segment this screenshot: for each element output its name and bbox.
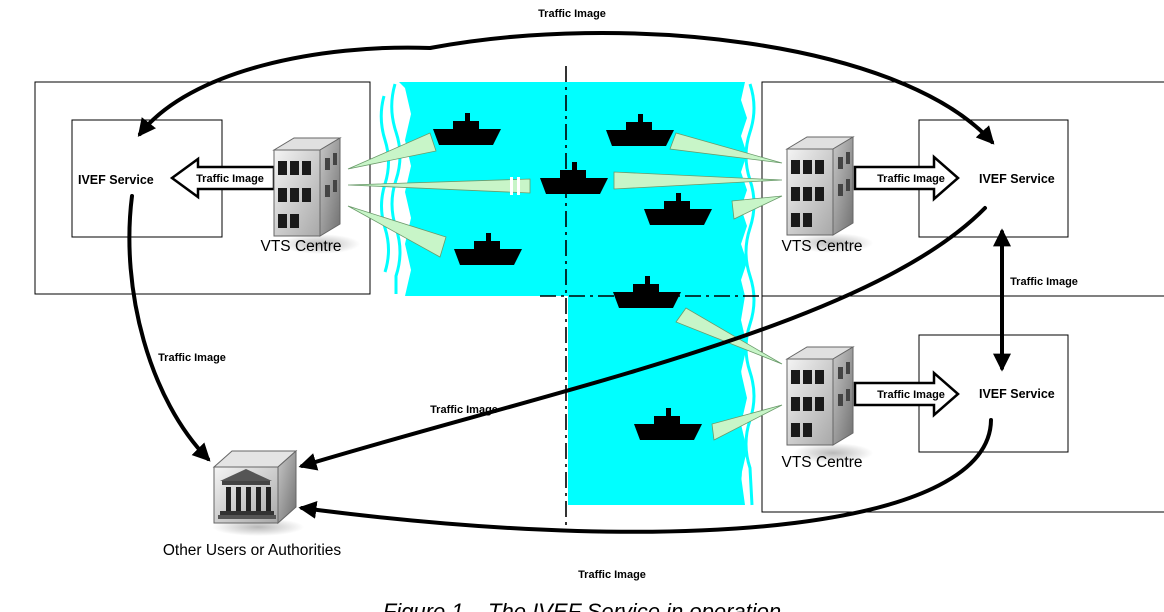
beam-gap-bars [510, 177, 520, 195]
traffic-image-label-left-down: Traffic Image [158, 352, 226, 364]
block-arrows [169, 154, 960, 418]
left-region [34, 81, 371, 295]
right-ivef-to-authorities-arrow [298, 206, 987, 471]
traffic-image-label-right-top-block: Traffic Image [877, 173, 945, 185]
water-edges [379, 83, 756, 506]
authority-building-icon [211, 450, 305, 537]
ivef-service-label-right-top: IVEF Service [979, 172, 1055, 186]
vts-building-icon [273, 137, 361, 255]
other-users-label: Other Users or Authorities [163, 542, 342, 559]
radar-beams [347, 132, 783, 441]
top-arc-arrow [137, 45, 432, 137]
vts-to-right-bottom-ivef-arrow [853, 370, 960, 418]
vts-to-right-top-ivef-arrow [853, 154, 960, 202]
bottom-right-ivef-to-authorities-arrow [298, 418, 993, 534]
traffic-image-label-right-bottom-block: Traffic Image [877, 389, 945, 401]
vts-centre-label-right-bottom: VTS Centre [782, 454, 863, 471]
right-region [761, 81, 1164, 513]
traffic-image-arrows [127, 31, 1011, 534]
traffic-image-label-exchange: Traffic Image [1010, 276, 1078, 288]
figure-caption: Figure 1 – The IVEF Service in operation [383, 599, 781, 612]
traffic-image-label-middle: Traffic Image [430, 404, 498, 416]
vts-to-left-ivef-arrow [169, 156, 276, 200]
text-labels: Traffic Image Traffic Image Traffic Imag… [78, 8, 1078, 612]
top-arc-arrow-right [428, 31, 995, 145]
vts-centre-label-left: VTS Centre [261, 238, 342, 255]
ivef-service-label-right-bottom: IVEF Service [979, 387, 1055, 401]
traffic-image-label-left-block: Traffic Image [196, 173, 264, 185]
traffic-image-label-top: Traffic Image [538, 8, 606, 20]
traffic-image-label-bottom: Traffic Image [578, 569, 646, 581]
vts-building-icon [786, 136, 874, 254]
vts-centre-label-right-top: VTS Centre [782, 238, 863, 255]
ivef-service-label-left: IVEF Service [78, 173, 154, 187]
left-ivef-to-authorities-arrow [127, 194, 211, 462]
